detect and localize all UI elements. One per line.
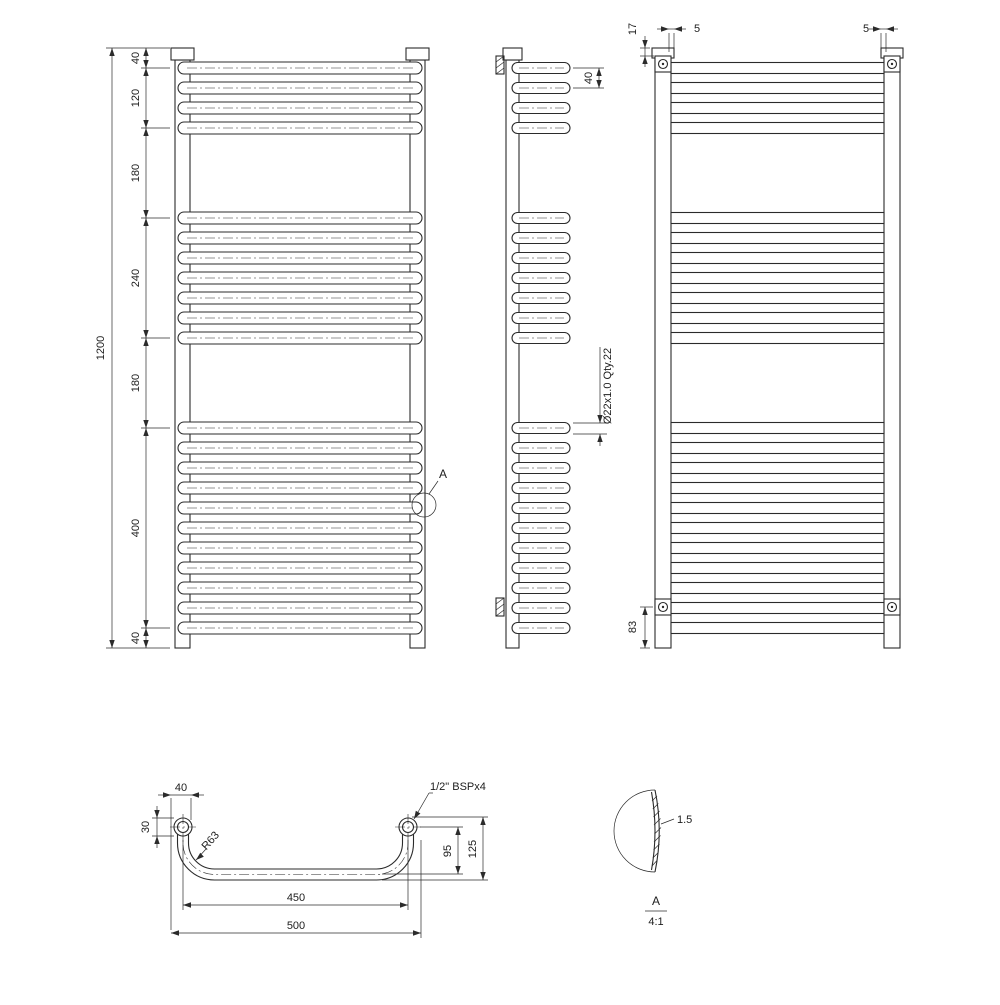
side-rail-bar: [505, 59, 520, 649]
front-extension-lines: [106, 47, 170, 649]
wall-thickness-leader: [660, 818, 675, 825]
front-right-rail: [409, 59, 426, 649]
plan-dim-lines: [152, 792, 488, 938]
side-wall-bracket-top: [495, 55, 505, 75]
dim-tube-pitch: 40: [583, 72, 595, 84]
dim-chain-0: 40: [130, 52, 142, 64]
detail-callout-label: A: [439, 467, 447, 481]
mounting-bracket-top-right: [883, 55, 901, 73]
dim-bracket-top-offset: 17: [627, 23, 639, 35]
dim-bracket-left-inset: 5: [694, 23, 700, 35]
detail-callout-circle: [411, 492, 437, 518]
plan-left-rail-section: [170, 814, 196, 840]
detail-cap-outer: [654, 789, 660, 873]
dim-overall-width: 500: [287, 920, 305, 932]
dim-chain-5: 400: [130, 519, 142, 537]
front-right-cap: [405, 47, 430, 61]
dim-bracket-bottom-offset: 83: [627, 621, 639, 633]
tube-back: [670, 211, 885, 225]
side-tubes: [511, 61, 571, 635]
front-view: 1200 40 120 180 240 180 400 40 A: [95, 47, 447, 649]
detail-section-hatch: [651, 795, 662, 867]
dim-chain-1: 120: [130, 89, 142, 107]
dim-chain-2: 180: [130, 164, 142, 182]
mounting-bracket-bottom-right: [883, 598, 901, 616]
dim-chain-4: 180: [130, 374, 142, 392]
tube-back: [670, 421, 885, 435]
dim-rail-centres: 450: [287, 892, 305, 904]
front-left-rail: [174, 59, 191, 649]
detail-cap-inner: [650, 791, 656, 871]
tube-back: [670, 271, 885, 285]
detail-scale-label: 4:1: [648, 916, 663, 928]
dim-overall-height: 1200: [95, 336, 107, 360]
detail-view-a: 1.5 A 4:1: [613, 789, 692, 928]
dim-tube-projection: 95: [442, 845, 454, 857]
tube-back: [670, 121, 885, 135]
front-left-cap: [170, 47, 195, 61]
dim-overall-depth: 125: [467, 840, 479, 858]
tube-back: [670, 621, 885, 635]
tube-back: [670, 331, 885, 345]
tube-back: [670, 61, 885, 75]
dim-bracket-right-inset: 5: [863, 23, 869, 35]
detail-callout-leader: [428, 480, 439, 495]
mounting-bracket-top-left: [654, 55, 672, 73]
side-view: 40 Ø22x1.0 Qty.22: [495, 47, 614, 649]
detail-end-silhouette: [613, 789, 656, 873]
tube-back: [670, 461, 885, 475]
dim-rail-diameter: 30: [140, 821, 152, 833]
plan-view: 40 30 R63 1/2" BSPx4 95 125 450 500: [140, 781, 488, 938]
connection-thread-label: 1/2" BSPx4: [430, 781, 486, 793]
tube-back: [670, 231, 885, 245]
detail-title-label: A: [652, 894, 660, 908]
dimension-arrowheads: [109, 26, 894, 936]
front-tubes: [177, 61, 423, 635]
back-left-rail: [654, 57, 672, 649]
tube-back: [670, 501, 885, 515]
mounting-bracket-bottom-left: [654, 598, 672, 616]
plan-tube-outer: [176, 827, 415, 881]
back-view: 17 5 5 83: [627, 23, 904, 649]
tube-back: [670, 101, 885, 115]
tube-back: [670, 291, 885, 305]
dim-chain-6: 40: [130, 632, 142, 644]
tube-back: [670, 311, 885, 325]
plan-tube-inner: [187, 827, 404, 870]
tube-back: [670, 81, 885, 95]
tube-back: [670, 441, 885, 455]
tube-back: [670, 581, 885, 595]
tube-back: [670, 541, 885, 555]
back-tubes: [670, 61, 885, 635]
tube-back: [670, 601, 885, 615]
dim-bend-radius: R63: [200, 829, 222, 852]
side-top-cap: [502, 47, 523, 61]
dim-edge-to-tube: 40: [175, 782, 187, 794]
tube-back: [670, 521, 885, 535]
back-right-rail: [883, 57, 901, 649]
plan-right-rail-section: [395, 814, 421, 840]
tube-back: [670, 251, 885, 265]
dim-chain-3: 240: [130, 269, 142, 287]
tube-back: [670, 481, 885, 495]
plan-tube-centerline: [182, 827, 409, 875]
tube-spec-label: Ø22x1.0 Qty.22: [602, 348, 614, 424]
dim-wall-thickness: 1.5: [677, 814, 692, 826]
tube-back: [670, 561, 885, 575]
side-wall-bracket-bottom: [495, 597, 505, 617]
